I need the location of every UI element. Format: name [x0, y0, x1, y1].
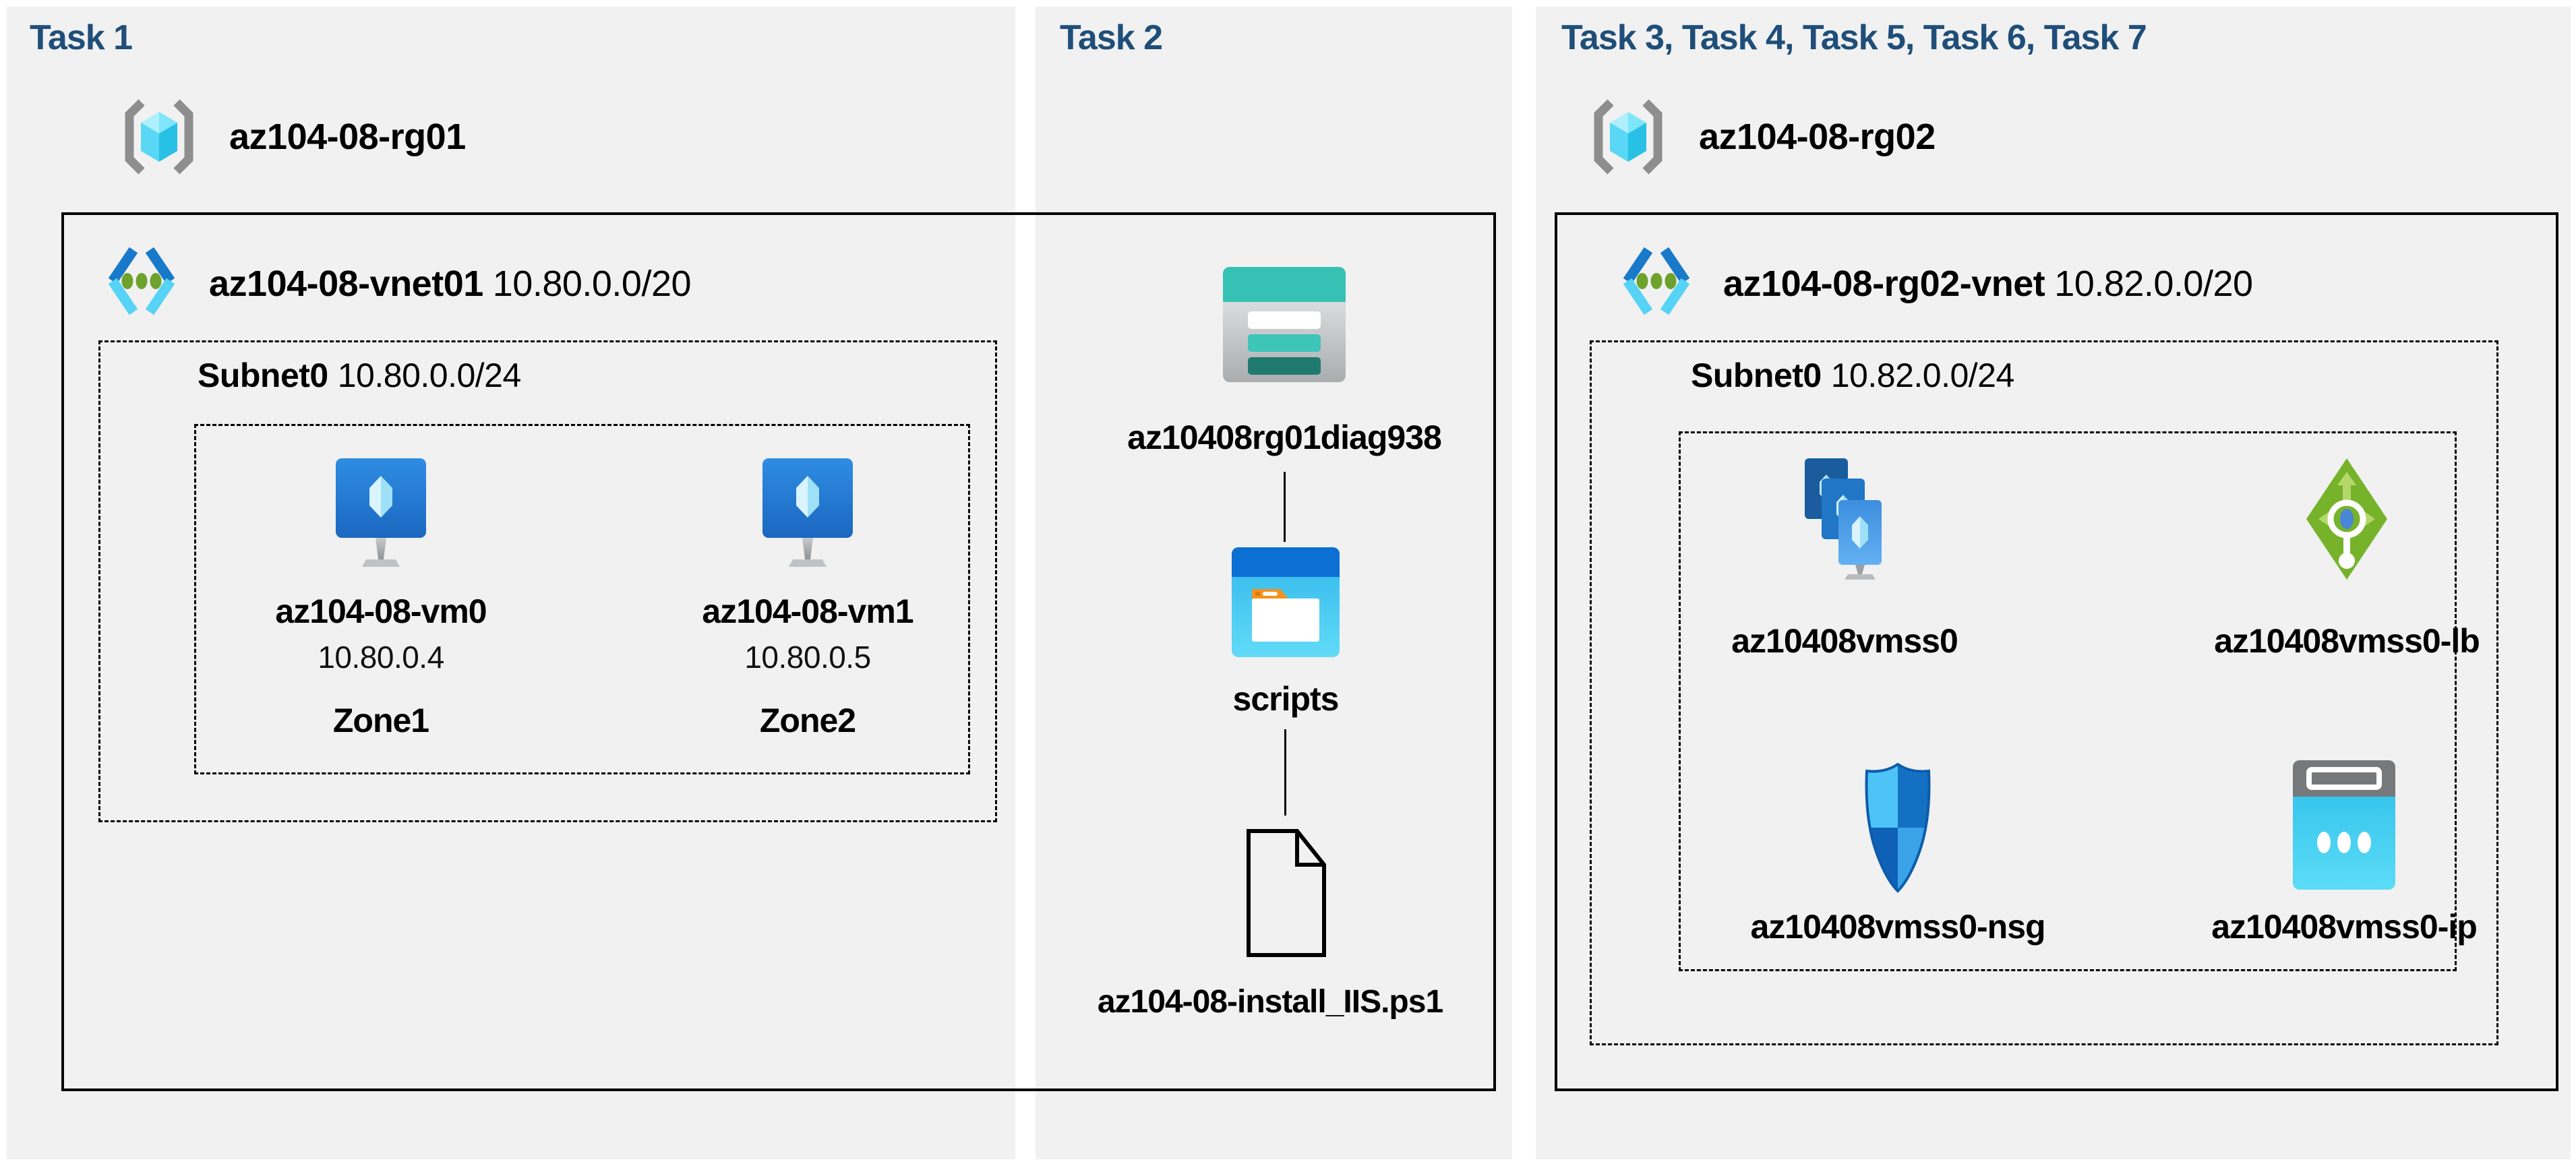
vm1-name: az104-08-vm1: [702, 592, 913, 630]
connector-container-file: [1284, 729, 1286, 816]
container-name: scripts: [1232, 680, 1340, 718]
public-ip-name: az10408vmss0-ip: [2211, 908, 2478, 946]
vm-scale-set-icon: [1805, 458, 1882, 580]
vm0-name: az104-08-vm0: [275, 592, 487, 630]
task3-panel: [1536, 7, 2571, 1159]
resource-group-icon: [1594, 99, 1663, 175]
vmss-name: az10408vmss0: [1731, 622, 1958, 660]
script-file-icon: [1247, 829, 1326, 957]
virtual-network-icon: [108, 247, 175, 315]
task1-title: Task 1: [30, 18, 133, 57]
task1-vnet-boundary: [61, 212, 1496, 1091]
vm1-zone: Zone2: [759, 702, 856, 739]
virtual-machine-icon: [762, 458, 853, 567]
vm1-ip: 10.80.0.5: [744, 640, 871, 675]
storage-account-icon: [1223, 267, 1346, 382]
blob-container-icon: [1232, 547, 1340, 657]
vmss-group-boundary: [1679, 431, 2457, 971]
load-balancer-icon: [2306, 458, 2387, 580]
task1-panel: [7, 7, 1015, 1159]
connector-storage-container: [1284, 472, 1286, 542]
network-security-group-icon: [1865, 762, 1931, 893]
resource-group-icon: [125, 99, 193, 175]
script-file-name: az104-08-install_IIS.ps1: [1097, 984, 1443, 1020]
load-balancer-name: az10408vmss0-lb: [2214, 622, 2480, 660]
subnet0-rg01-boundary: [98, 340, 997, 822]
storage-account-name: az10408rg01diag938: [1127, 419, 1442, 456]
task3-vnet-boundary: [1555, 212, 2558, 1091]
vm0-ip: 10.80.0.4: [318, 640, 444, 675]
public-ip-icon: [2293, 760, 2395, 890]
nsg-name: az10408vmss0-nsg: [1750, 908, 2045, 946]
vm0-zone: Zone1: [332, 702, 429, 739]
task3-title: Task 3, Task 4, Task 5, Task 6, Task 7: [1561, 18, 2147, 57]
task2-title: Task 2: [1060, 18, 1163, 57]
virtual-machine-icon: [336, 458, 426, 567]
subnet0-rg02-boundary: [1590, 340, 2498, 1045]
resource-group-name: az104-08-rg01: [229, 117, 466, 157]
virtual-network-icon: [1623, 247, 1690, 315]
resource-group-name: az104-08-rg02: [1699, 117, 1936, 157]
zones-boundary: [194, 424, 970, 774]
